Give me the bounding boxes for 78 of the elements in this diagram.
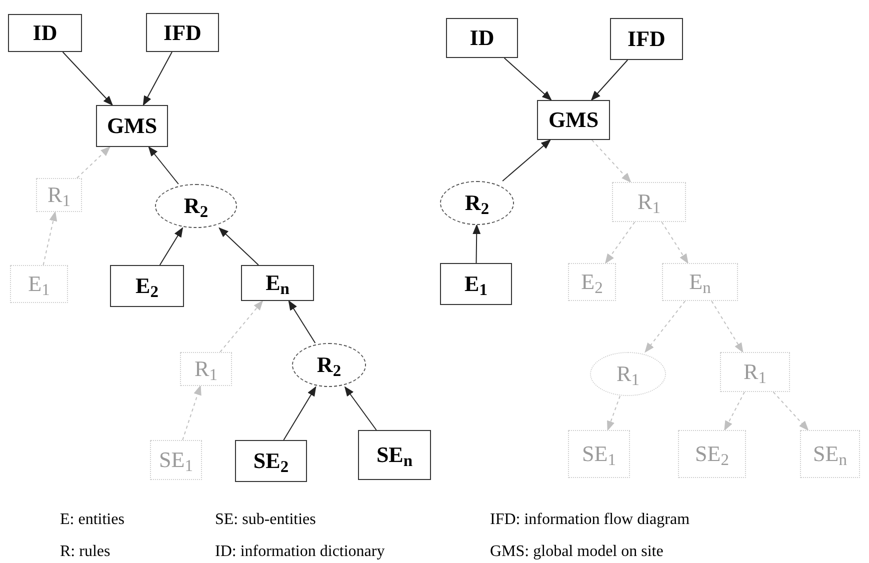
entity-box: [10, 265, 68, 303]
entity-box: [96, 105, 168, 147]
node-label: SE$_{n}$: [813, 443, 847, 465]
node-label: E$_{2}$: [581, 271, 603, 293]
arrow: [220, 300, 264, 352]
arrow: [590, 60, 628, 101]
node-label: ID: [470, 27, 494, 49]
entity-box: [235, 440, 307, 482]
node-label: SE$_{2}$: [253, 450, 289, 472]
arrow: [76, 146, 110, 178]
node-label: R$_{1}$: [638, 191, 660, 213]
entity-box: [612, 182, 686, 222]
node-label: R$_{2}$: [316, 354, 342, 376]
arrow: [472, 224, 481, 264]
legend-text: IFD: information flow diagram: [490, 510, 690, 530]
node-label: IFD: [628, 28, 666, 50]
node-label: E$_{2}$: [136, 275, 158, 297]
entity-box: [358, 430, 431, 480]
arrow: [604, 222, 636, 264]
arrow: [591, 140, 632, 183]
arrow: [724, 392, 745, 431]
node-label: SE$_{2}$: [695, 443, 729, 465]
node-label: R$_{2}$: [184, 195, 208, 217]
entity-box: [662, 263, 738, 301]
entity-box: [800, 430, 860, 478]
entity-box: [241, 265, 314, 301]
legend-text: E: entities: [60, 510, 124, 530]
arrow: [607, 396, 621, 431]
node-label: IFD: [164, 22, 202, 44]
node-label: ID: [32, 22, 58, 44]
entity-box: [568, 430, 630, 478]
arrow: [344, 386, 377, 430]
entity-box: [610, 18, 683, 60]
entity-box: [110, 265, 184, 307]
entity-box: [36, 178, 82, 212]
entity-box: [568, 263, 616, 301]
node-label: E$_{n}$: [689, 271, 711, 293]
entity-box: [180, 352, 232, 386]
node-label: SE$_{1}$: [159, 449, 193, 471]
node-label: E$_{1}$: [464, 273, 488, 295]
legend-text: SE: sub-entities: [215, 510, 316, 530]
node-label: GMS: [548, 109, 599, 131]
arrow: [283, 386, 316, 440]
arrow: [218, 227, 259, 266]
entity-box: [8, 14, 82, 52]
legend-text: ID: information dictionary: [215, 542, 385, 562]
node-label: R$_{1}$: [744, 361, 766, 383]
entity-box: [678, 430, 746, 478]
node-label: R$_{1}$: [48, 184, 70, 206]
entity-box: [720, 352, 790, 392]
arrow: [504, 58, 552, 101]
arrow: [62, 52, 114, 106]
node-label: GMS: [106, 115, 158, 137]
arrow: [159, 227, 184, 266]
legend-text: GMS: global model on site: [490, 542, 664, 562]
entity-box: [146, 13, 219, 52]
arrow: [644, 300, 686, 353]
arrow: [182, 385, 202, 440]
node-label: R$_{1}$: [194, 358, 218, 380]
arrow: [148, 146, 179, 184]
arrow: [142, 52, 172, 106]
arrow: [502, 139, 551, 182]
arrow: [661, 222, 688, 264]
entity-box: [440, 263, 512, 305]
arrow: [711, 300, 744, 353]
node-label: E$_{n}$: [266, 272, 290, 294]
entity-box: [537, 100, 610, 140]
node-label: E$_{1}$: [28, 273, 50, 295]
entity-box: [446, 18, 518, 58]
node-label: SE$_{1}$: [582, 443, 616, 465]
entity-box: [150, 440, 202, 480]
legend-text: R: rules: [60, 542, 110, 562]
node-label: SE$_{n}$: [376, 444, 413, 466]
arrow: [772, 392, 809, 431]
node-label: R$_{1}$: [616, 363, 640, 385]
node-label: R$_{2}$: [464, 192, 490, 214]
arrow: [42, 211, 58, 266]
arrow: [288, 300, 316, 344]
